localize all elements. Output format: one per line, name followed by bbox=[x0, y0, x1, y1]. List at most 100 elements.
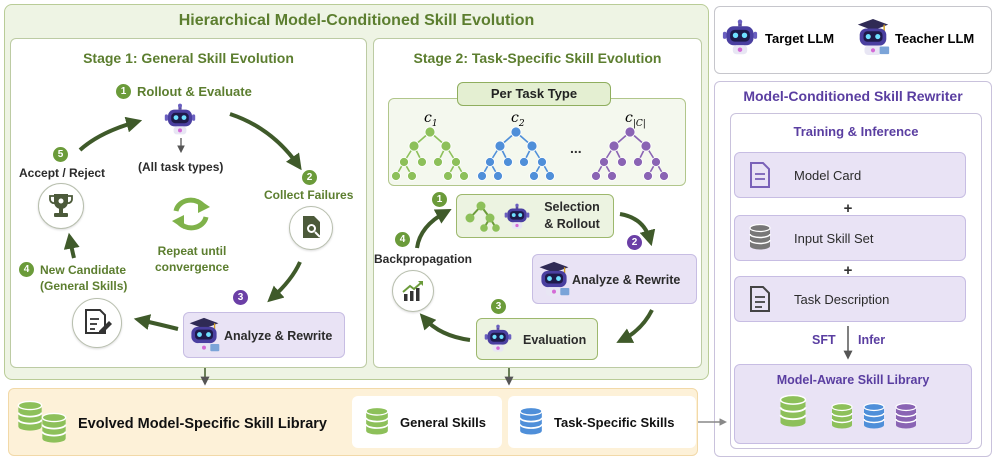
task-tree-1 bbox=[391, 126, 469, 181]
tree-node bbox=[443, 171, 453, 181]
stage2-step4-badge: 4 bbox=[395, 232, 410, 247]
tree-node bbox=[607, 171, 617, 181]
tree-node bbox=[493, 171, 503, 181]
tree-node bbox=[545, 171, 555, 181]
stage1-step2-label: Collect Failures bbox=[264, 188, 354, 202]
tree-node bbox=[408, 140, 420, 152]
infer-label: Infer bbox=[858, 333, 886, 347]
edit-document-icon bbox=[85, 309, 112, 334]
tree-node bbox=[477, 171, 487, 181]
task-description-label: Task Description bbox=[794, 292, 890, 307]
tree-label-c2: c2 bbox=[511, 110, 525, 129]
stage1-step3-badge: 3 bbox=[233, 290, 248, 305]
arrow-down bbox=[843, 326, 853, 360]
legend-panel bbox=[714, 6, 992, 74]
tree-node bbox=[519, 157, 529, 167]
general-skills-label: General Skills bbox=[400, 415, 486, 430]
stage1-step5-badge: 5 bbox=[53, 147, 68, 162]
arrow-down bbox=[177, 138, 185, 154]
new-candidate-circle bbox=[72, 298, 122, 348]
task-description-box bbox=[734, 276, 966, 322]
stage1-step4-sub: (General Skills) bbox=[40, 279, 128, 293]
model-aware-library-label: Model-Aware Skill Library bbox=[776, 373, 930, 387]
stage2-step1-badge: 1 bbox=[432, 192, 447, 207]
stage1-step2-badge: 2 bbox=[302, 170, 317, 185]
stage1-step1-badge: 1 bbox=[116, 84, 131, 99]
tree-node bbox=[510, 126, 522, 138]
tree-node bbox=[451, 157, 461, 167]
stage1-step4-badge: 4 bbox=[19, 262, 34, 277]
repeat-label-1: Repeat until bbox=[157, 244, 227, 258]
tree-node bbox=[624, 126, 636, 138]
stage2-step4-label: Backpropagation bbox=[374, 252, 473, 266]
stage1-step4-label: New Candidate bbox=[40, 263, 127, 277]
sft-label: SFT bbox=[812, 333, 836, 347]
stage2-title: Stage 2: Task-Specific Skill Evolution bbox=[413, 50, 662, 66]
tree-node bbox=[391, 171, 401, 181]
tree-node bbox=[651, 157, 661, 167]
stage2-step1-label1: Selection bbox=[544, 200, 600, 214]
tree-node bbox=[417, 157, 427, 167]
plus-2: + bbox=[843, 262, 853, 279]
tree-node bbox=[599, 157, 609, 167]
tree-label-cC: c|C| bbox=[625, 110, 646, 129]
tree-node bbox=[608, 140, 620, 152]
tree-node bbox=[459, 171, 469, 181]
per-task-type-label: Per Task Type bbox=[490, 86, 578, 101]
trophy-icon bbox=[49, 194, 73, 217]
tree-label-c1: c1 bbox=[424, 110, 438, 129]
tree-node bbox=[433, 157, 443, 167]
tree-node bbox=[407, 171, 417, 181]
stage1-step5-label: Accept / Reject bbox=[19, 166, 106, 180]
tree-node bbox=[529, 171, 539, 181]
tree-node bbox=[503, 157, 513, 167]
model-card-box bbox=[734, 152, 966, 198]
task-tree-3 bbox=[591, 126, 669, 181]
rewriter-subtitle: Training & Inference bbox=[793, 124, 919, 139]
refresh-icon bbox=[172, 197, 210, 231]
tree-node bbox=[659, 171, 669, 181]
tree-node bbox=[440, 140, 452, 152]
tree-node bbox=[485, 157, 495, 167]
plus-1: + bbox=[843, 200, 853, 217]
document-search-icon bbox=[303, 216, 321, 238]
legend-teacher-label: Teacher LLM bbox=[895, 31, 975, 46]
input-skill-set-label: Input Skill Set bbox=[794, 231, 874, 246]
input-skill-set-box bbox=[734, 215, 966, 261]
rewriter-title: Model-Conditioned Skill Rewriter bbox=[743, 88, 963, 104]
tree-icon bbox=[465, 201, 500, 232]
tree-node bbox=[617, 157, 627, 167]
all-task-types-label: (All task types) bbox=[138, 160, 224, 174]
chart-up-icon bbox=[402, 281, 423, 301]
stage2-step3-label: Evaluation bbox=[523, 333, 587, 347]
stage1-title: Stage 1: General Skill Evolution bbox=[83, 50, 294, 66]
per-task-type-tag bbox=[457, 82, 611, 106]
tree-node bbox=[643, 171, 653, 181]
stage2-step1-label2: & Rollout bbox=[544, 217, 600, 231]
document-icon bbox=[750, 162, 770, 188]
tree-node bbox=[640, 140, 652, 152]
task-tree-2 bbox=[477, 126, 555, 181]
model-card-label: Model Card bbox=[794, 168, 862, 183]
stage1-step3-label: Analyze & Rewrite bbox=[224, 329, 333, 343]
stage2-step3-badge: 3 bbox=[491, 299, 506, 314]
tree-node bbox=[633, 157, 643, 167]
tree-node bbox=[591, 171, 601, 181]
tree-ellipsis: ... bbox=[570, 140, 582, 156]
tree-node bbox=[494, 140, 506, 152]
stage2-step2-badge: 2 bbox=[627, 235, 642, 250]
tree-node bbox=[537, 157, 547, 167]
tree-node bbox=[399, 157, 409, 167]
tree-node bbox=[424, 126, 436, 138]
repeat-label-2: convergence bbox=[154, 260, 230, 274]
tree-node bbox=[526, 140, 538, 152]
main-title: Hierarchical Model-Conditioned Skill Evo… bbox=[178, 12, 535, 29]
model-aware-library-box bbox=[734, 364, 972, 444]
library-title: Evolved Model-Specific Skill Library bbox=[78, 416, 327, 432]
stage1-step1-label: Rollout & Evaluate bbox=[137, 84, 252, 99]
task-specific-skills-label: Task-Specific Skills bbox=[554, 415, 675, 430]
